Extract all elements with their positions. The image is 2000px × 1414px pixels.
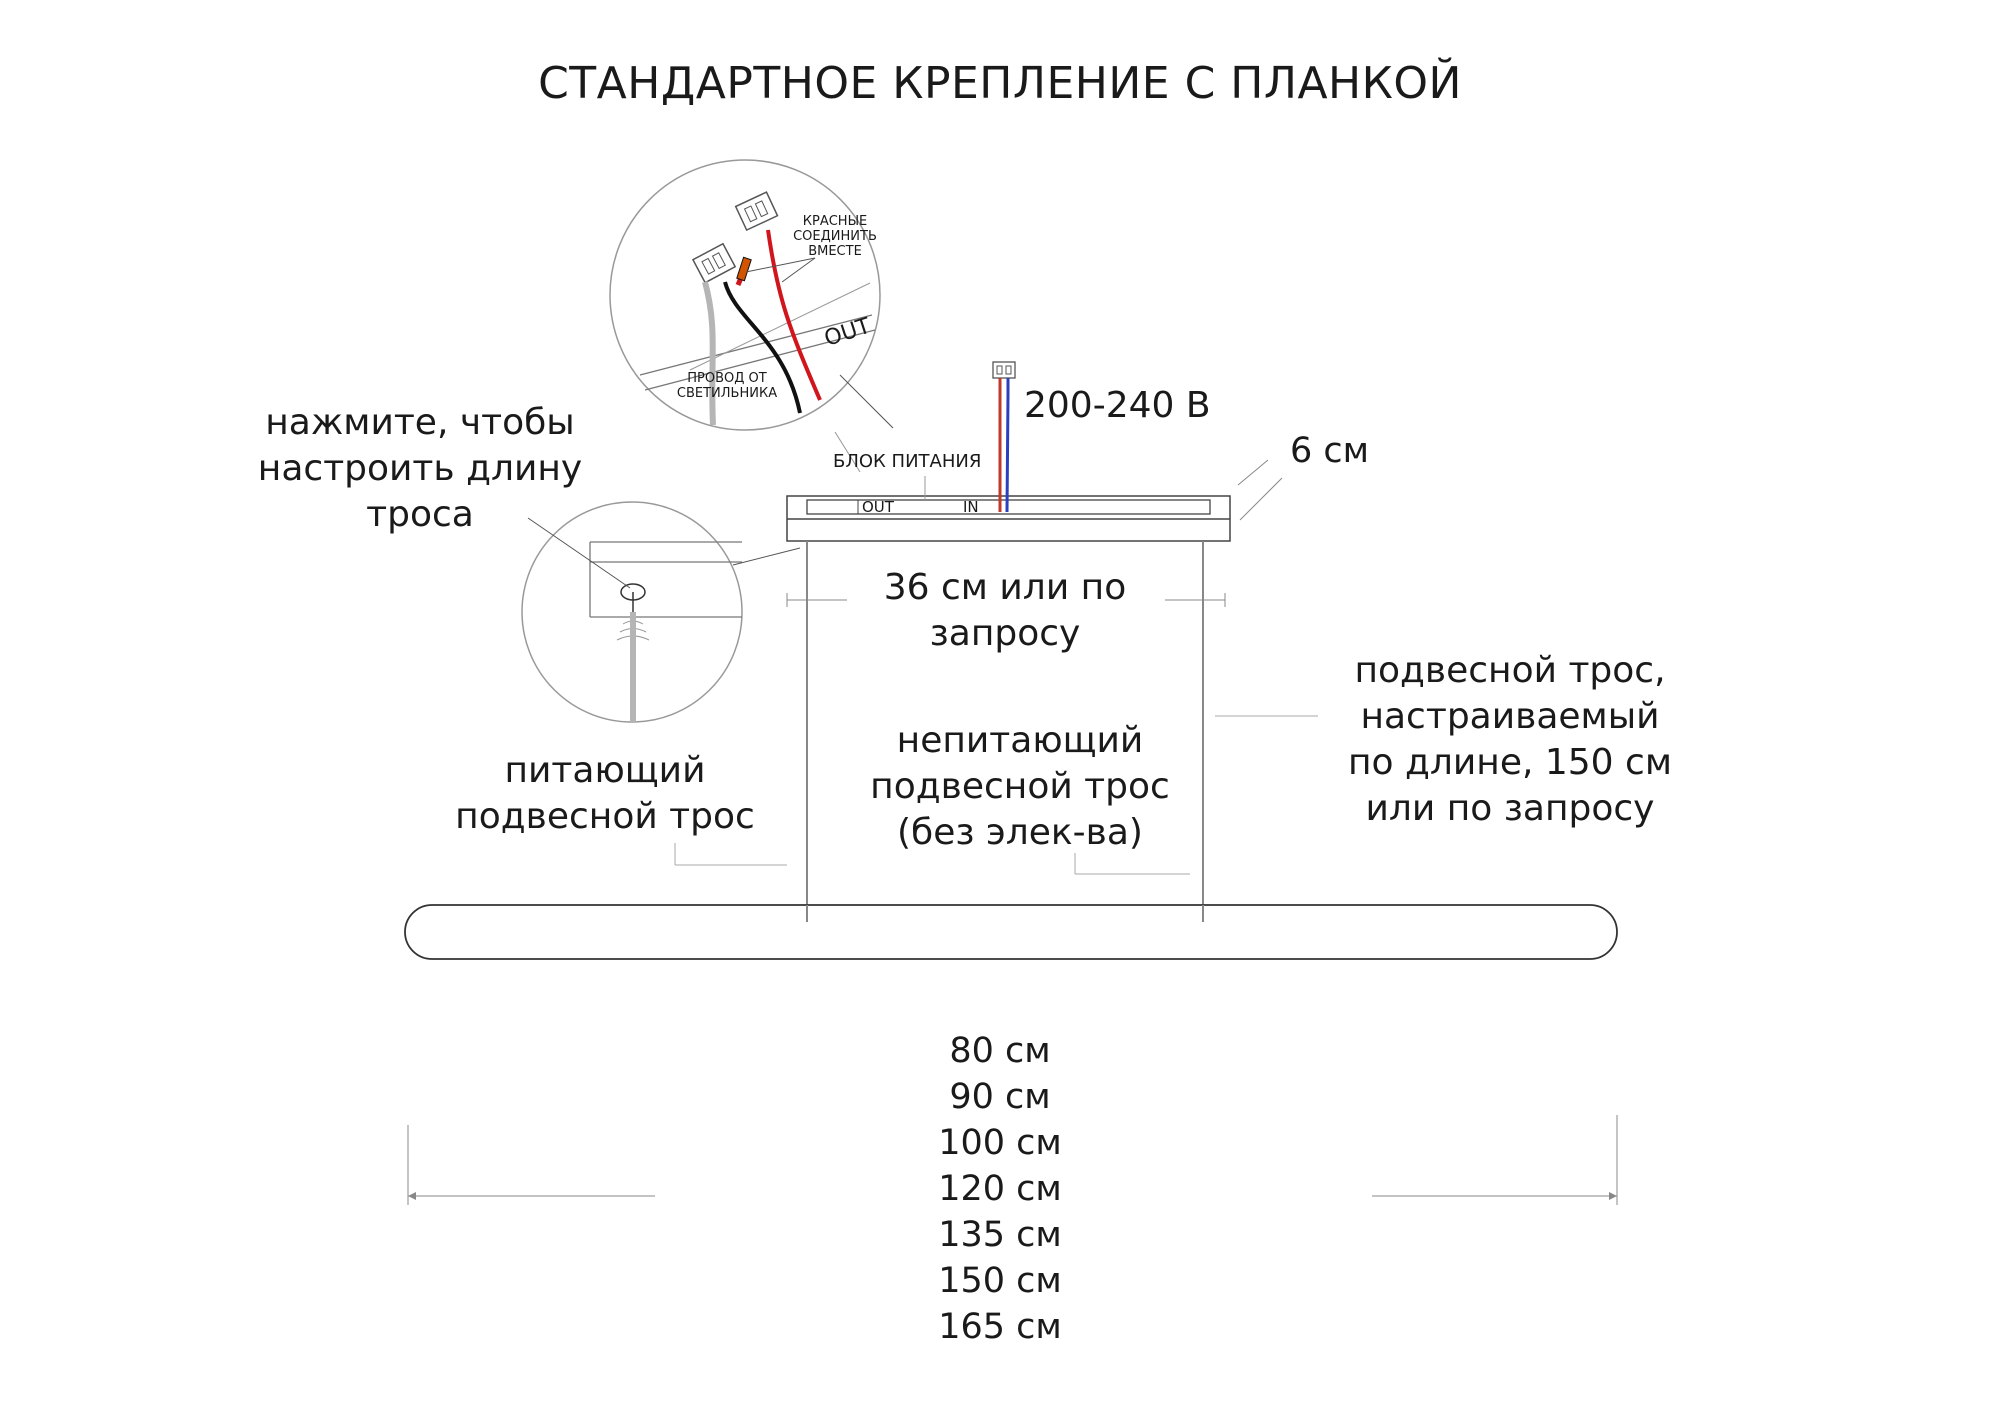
unpowered-cable-label: непитающий подвесной трос (без элек-ва) [870,720,1170,853]
press-adjust-label: нажмите, чтобы настроить длину троса [257,402,583,535]
input-connector [992,361,1016,395]
wire-detail-inset [609,159,894,431]
power-unit-label: БЛОК ПИТАНИЯ [833,451,982,472]
powered-cable-label: питающий подвесной трос [455,750,755,837]
cable-adjust-inset [521,501,801,723]
lamp-body [404,904,1618,960]
diagram-title: СТАНДАРТНОЕ КРЕПЛЕНИЕ С ПЛАНКОЙ [538,58,1462,109]
spacing-label: 36 см или по запросу [883,567,1127,654]
length-option: 80 см [949,1031,1051,1071]
length-option: 100 см [938,1123,1062,1163]
length-option: 90 см [949,1077,1051,1117]
in-port-label: IN [963,498,979,516]
length-dimension [407,1115,1618,1205]
length-option: 150 см [938,1261,1062,1301]
length-option: 135 см [938,1215,1062,1255]
lamp-wire-label: ПРОВОД ОТ СВЕТИЛЬНИКА [676,371,778,401]
length-option: 165 см [938,1307,1062,1347]
adjustable-cable-label: подвесной трос, настраиваемый по длине, … [1348,650,1672,829]
voltage-label: 200-240 В [1024,385,1211,426]
power-unit-canopy [786,361,1283,542]
out-port-label: OUT [862,498,894,516]
depth-label: 6 см [1290,431,1370,471]
red-wires-label: КРАСНЫЕ СОЕДИНИТЬ ВМЕСТЕ [793,214,877,259]
length-options: 80 см 90 см 100 см 120 см 135 см 150 см … [900,1028,1100,1350]
length-option: 120 см [938,1169,1062,1209]
